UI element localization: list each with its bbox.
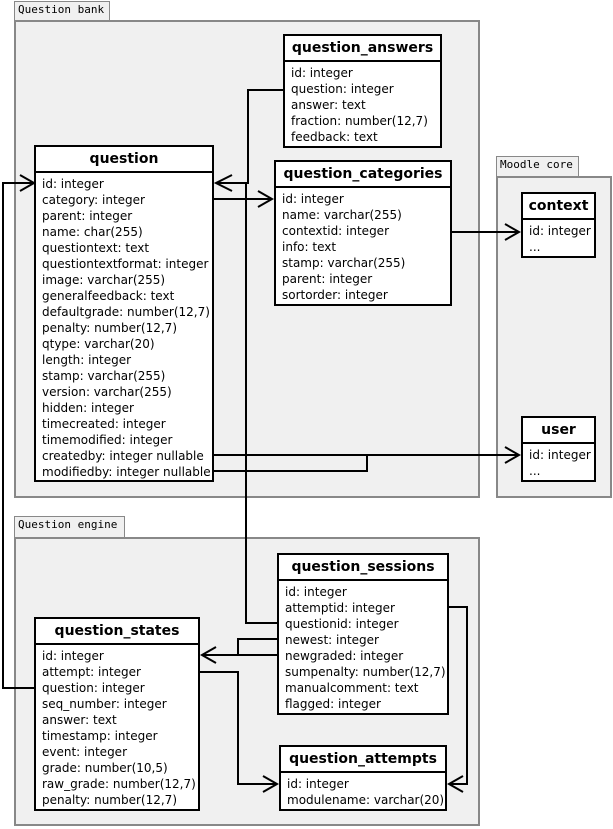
- table-field: modifiedby: integer nullable: [42, 465, 211, 479]
- table-field: id: integer: [529, 448, 591, 462]
- package-tab-question-engine: Question engine: [14, 516, 125, 538]
- table-question-answers[interactable]: question_answers id: integer question: int…: [283, 34, 442, 148]
- table-field: newgraded: integer: [285, 649, 404, 663]
- table-field: category: integer: [42, 193, 145, 207]
- table-fields: id: integer modulename: varchar(20): [281, 773, 445, 808]
- table-field: seq_number: integer: [42, 697, 167, 711]
- table-question-attempts[interactable]: question_attempts id: integer modulename: …: [279, 745, 447, 811]
- table-field: id: integer: [282, 192, 344, 206]
- table-field: image: varchar(255): [42, 273, 166, 287]
- table-field: name: varchar(255): [282, 208, 402, 222]
- package-tab-question-bank: Question bank: [14, 1, 110, 21]
- table-field: qtype: varchar(20): [42, 337, 155, 351]
- table-field: ...: [529, 464, 541, 478]
- table-fields: id: integer name: varchar(255) contextid: …: [276, 188, 450, 303]
- table-field: id: integer: [42, 177, 104, 191]
- table-question-states[interactable]: question_states id: integer attempt: integ…: [34, 617, 200, 811]
- table-title: context: [523, 194, 594, 220]
- table-field: questiontextformat: integer: [42, 257, 209, 271]
- table-field: id: integer: [291, 66, 353, 80]
- table-field: sortorder: integer: [282, 288, 388, 302]
- table-field: questionid: integer: [285, 617, 399, 631]
- table-field: answer: text: [42, 713, 117, 727]
- table-title: question_states: [36, 619, 198, 645]
- table-field: length: integer: [42, 353, 132, 367]
- table-field: manualcomment: text: [285, 681, 419, 695]
- table-field: sumpenalty: number(12,7): [285, 665, 446, 679]
- table-field: timestamp: integer: [42, 729, 158, 743]
- table-field: flagged: integer: [285, 697, 381, 711]
- table-field: id: integer: [287, 777, 349, 791]
- table-fields: id: integer question: integer answer: text…: [285, 62, 440, 145]
- table-title: question_answers: [285, 36, 440, 62]
- table-fields: id: integer attemptid: integer questionid:…: [279, 581, 447, 712]
- table-field: penalty: number(12,7): [42, 321, 177, 335]
- package-tab-moodle-core: Moodle core: [496, 156, 579, 177]
- table-field: attemptid: integer: [285, 601, 395, 615]
- table-field: id: integer: [285, 585, 347, 599]
- table-field: contextid: integer: [282, 224, 389, 238]
- table-field: newest: integer: [285, 633, 379, 647]
- table-field: id: integer: [529, 224, 591, 238]
- table-fields: id: integer attempt: integer question: int…: [36, 645, 198, 808]
- table-title: question_sessions: [279, 555, 447, 581]
- table-field: fraction: number(12,7): [291, 114, 428, 128]
- table-field: questiontext: text: [42, 241, 150, 255]
- table-field: parent: integer: [282, 272, 373, 286]
- table-field: feedback: text: [291, 130, 378, 144]
- table-field: info: text: [282, 240, 337, 254]
- table-question-categories[interactable]: question_categories id: integer name: varc…: [274, 160, 452, 306]
- table-title: question_categories: [276, 162, 450, 188]
- table-fields: id: integer...: [523, 220, 594, 255]
- table-field: ...: [529, 240, 541, 254]
- table-field: question: integer: [42, 681, 145, 695]
- table-field: createdby: integer nullable: [42, 449, 204, 463]
- table-fields: id: integer...: [523, 444, 594, 479]
- table-field: attempt: integer: [42, 665, 141, 679]
- table-field: id: integer: [42, 649, 104, 663]
- table-title: user: [523, 418, 594, 444]
- table-field: answer: text: [291, 98, 366, 112]
- table-question-sessions[interactable]: question_sessions id: integer attemptid: i…: [277, 553, 449, 715]
- table-field: timemodified: integer: [42, 433, 173, 447]
- table-field: stamp: varchar(255): [42, 369, 166, 383]
- table-title: question: [36, 147, 212, 173]
- table-question[interactable]: question id: integer category: integer pare…: [34, 145, 214, 482]
- table-field: event: integer: [42, 745, 127, 759]
- table-field: generalfeedback: text: [42, 289, 175, 303]
- table-field: timecreated: integer: [42, 417, 166, 431]
- package-label: Moodle core: [500, 158, 573, 171]
- package-label: Question bank: [18, 3, 105, 16]
- table-field: defaultgrade: number(12,7): [42, 305, 210, 319]
- table-field: grade: number(10,5): [42, 761, 168, 775]
- table-field: question: integer: [291, 82, 394, 96]
- table-field: parent: integer: [42, 209, 133, 223]
- package-label: Question engine: [18, 518, 118, 531]
- table-title: question_attempts: [281, 747, 445, 773]
- table-fields: id: integer category: integer parent: inte…: [36, 173, 212, 480]
- table-field: hidden: integer: [42, 401, 134, 415]
- table-field: stamp: varchar(255): [282, 256, 406, 270]
- table-field: raw_grade: number(12,7): [42, 777, 196, 791]
- table-field: penalty: number(12,7): [42, 793, 177, 807]
- table-field: name: char(255): [42, 225, 143, 239]
- table-field: modulename: varchar(20): [287, 793, 445, 807]
- table-field: version: varchar(255): [42, 385, 172, 399]
